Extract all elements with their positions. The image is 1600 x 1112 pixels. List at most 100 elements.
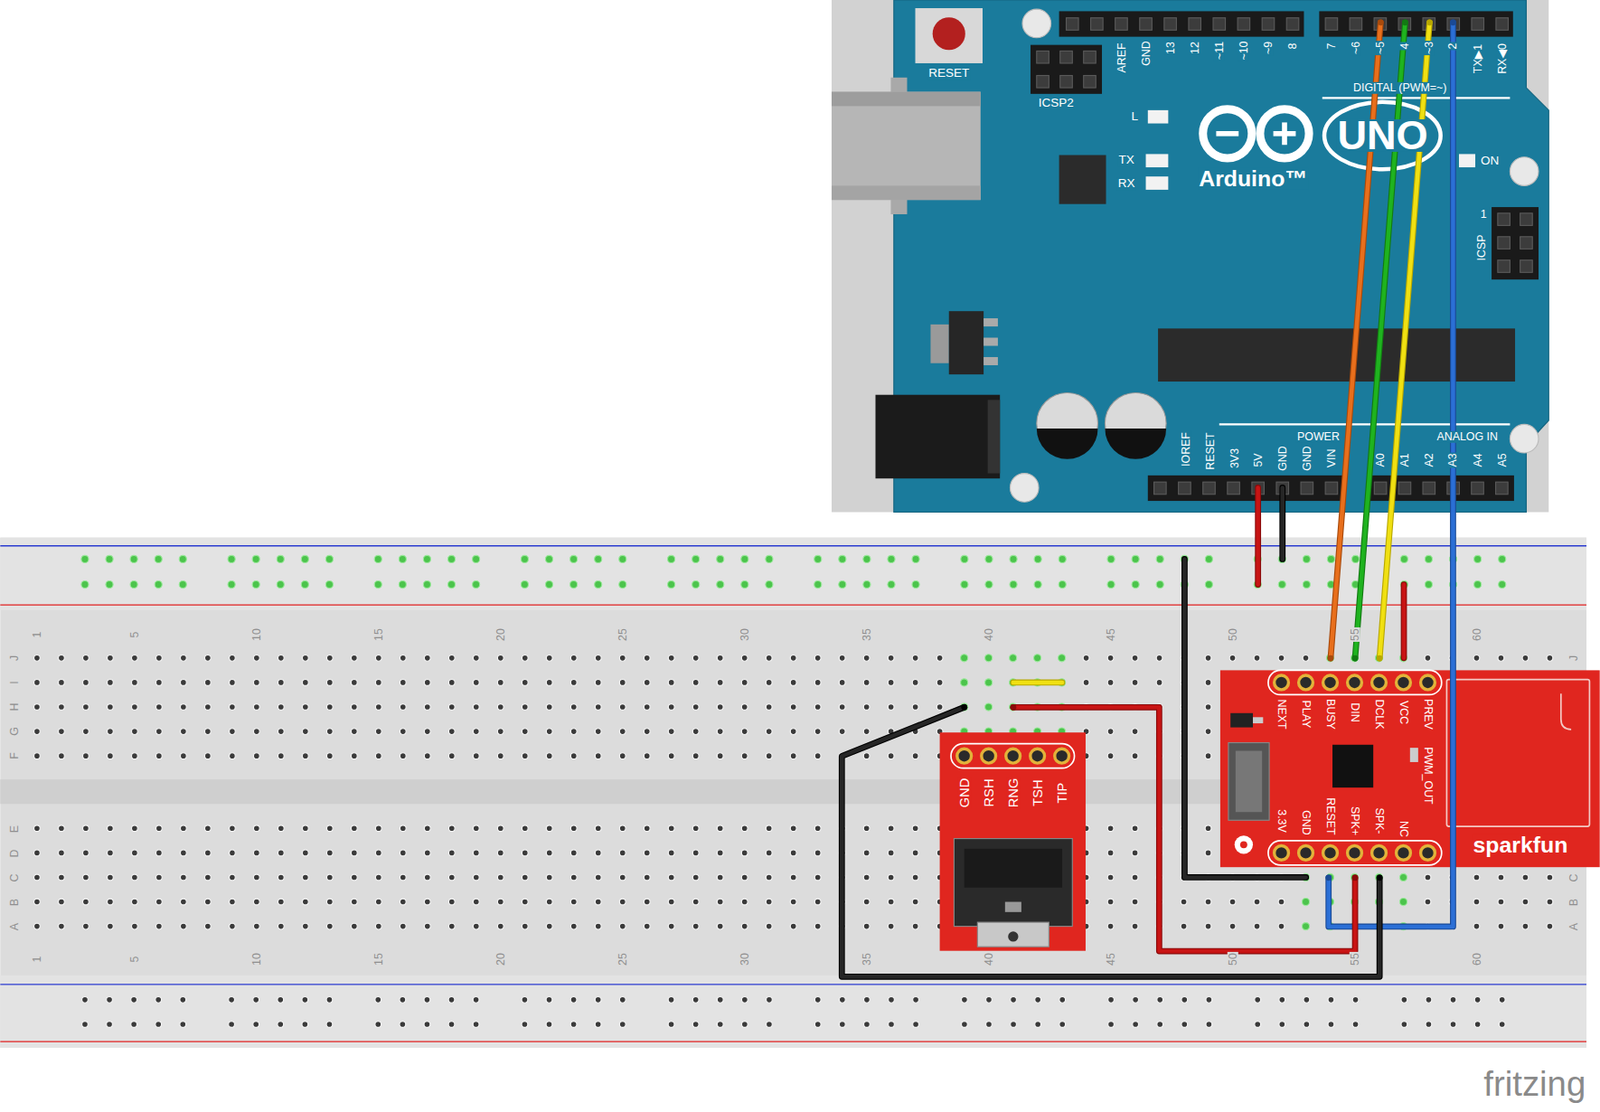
header-pin	[1091, 18, 1104, 31]
breadboard-hole	[228, 654, 236, 661]
breadboard-hole	[619, 581, 627, 589]
breadboard-hole	[1131, 849, 1139, 857]
breadboard-hole	[227, 581, 236, 589]
breadboard-hole	[765, 922, 772, 930]
breadboard-hole	[716, 704, 724, 711]
column-number: 20	[494, 627, 506, 642]
breadboard-hole	[375, 679, 382, 687]
arduino-art	[1059, 155, 1107, 205]
wire-end	[1010, 704, 1017, 711]
breadboard-hole	[1058, 654, 1066, 662]
breadboard-hole	[228, 849, 236, 857]
breadboard-hole	[545, 555, 553, 563]
breadboard-hole	[643, 752, 650, 760]
column-number: 45	[1104, 951, 1116, 967]
board-label: DIGITAL (PWM=~)	[1352, 82, 1448, 94]
breadboard-hole	[545, 825, 553, 832]
pin-label: A0	[1374, 452, 1386, 469]
header-pin	[1188, 18, 1202, 31]
pin-label: 3V3	[1229, 447, 1241, 470]
breadboard-hole	[520, 581, 528, 589]
breadboard-hole	[1546, 654, 1553, 661]
breadboard-hole	[228, 996, 236, 1003]
breadboard-hole	[301, 581, 309, 589]
breadboard-hole	[399, 1021, 406, 1028]
breadboard-hole	[521, 922, 528, 930]
breadboard-hole	[570, 679, 577, 687]
breadboard-hole	[765, 581, 773, 589]
breadboard-hole	[692, 654, 699, 661]
breadboard-hole	[619, 849, 626, 857]
breadboard-hole	[741, 654, 748, 661]
breadboard-hole	[1498, 581, 1506, 589]
breadboard-hole	[594, 752, 602, 760]
breadboard-hole	[887, 922, 895, 930]
breadboard-hole	[887, 581, 895, 589]
breadboard-hole	[692, 752, 699, 760]
breadboard-hole	[1107, 825, 1114, 832]
breadboard-hole	[204, 704, 211, 711]
breadboard-hole	[912, 849, 919, 857]
breadboard-hole	[58, 898, 66, 905]
header-pin	[1178, 481, 1192, 495]
breadboard-hole	[156, 679, 163, 687]
breadboard-hole	[1424, 581, 1432, 589]
arduino-board: RESETICSP2AREFGND1312~11~10~987~6~54~32T…	[831, 0, 1550, 513]
breadboard-hole	[814, 849, 821, 857]
pin-label: 8	[1287, 41, 1299, 50]
board-pin	[1323, 845, 1338, 860]
breadboard-hole	[423, 654, 431, 661]
header-pin	[1036, 18, 1533, 495]
breadboard-hole	[521, 679, 528, 687]
breadboard-hole	[106, 996, 113, 1003]
breadboard-hole	[594, 996, 602, 1003]
breadboard-hole	[58, 728, 66, 735]
breadboard-hole	[570, 704, 577, 711]
breadboard-hole	[1107, 728, 1114, 735]
breadboard-hole	[863, 704, 870, 711]
breadboard-hole	[326, 825, 333, 832]
arduino-art	[1281, 122, 1288, 145]
breadboard-hole	[1107, 922, 1114, 930]
wire-end	[1327, 655, 1335, 662]
wire	[1376, 18, 1433, 661]
breadboard-hole	[106, 1021, 113, 1028]
arduino-art	[983, 338, 998, 347]
breadboard-hole	[156, 849, 163, 857]
breadboard-hole	[643, 849, 650, 857]
breadboard-hole	[887, 654, 895, 661]
breadboard-hole	[1107, 654, 1114, 661]
breadboard-hole	[58, 679, 66, 687]
breadboard-hole	[619, 728, 626, 735]
breadboard-hole	[668, 996, 675, 1003]
breadboard-hole	[179, 849, 187, 857]
pin-label: RESET	[1325, 796, 1337, 836]
breadboard-hole	[34, 874, 41, 881]
watermark: fritzing	[1482, 1066, 1587, 1102]
pin-label: 1	[1479, 208, 1488, 220]
header-pin	[1139, 18, 1153, 31]
breadboard-hole	[864, 996, 871, 1003]
audio-board-art	[1268, 840, 1442, 866]
breadboard-hole	[472, 898, 480, 905]
breadboard-hole	[594, 898, 602, 905]
breadboard-hole	[179, 996, 187, 1003]
column-number: 1	[30, 955, 42, 964]
breadboard-hole	[716, 581, 725, 589]
breadboard-hole	[1278, 581, 1286, 589]
breadboard-hole	[253, 679, 260, 687]
board-pin	[981, 748, 997, 763]
breadboard-hole	[1522, 922, 1529, 930]
breadboard-hole	[375, 654, 382, 661]
breadboard-hole	[253, 874, 260, 881]
breadboard-hole	[1522, 898, 1529, 905]
breadboard-hole	[228, 922, 236, 930]
board-pin	[1274, 675, 1290, 690]
breadboard-art	[0, 537, 1587, 611]
board-pin	[957, 675, 1436, 860]
breadboard-hole	[814, 898, 821, 905]
breadboard-hole	[399, 898, 406, 905]
arduino-art	[1491, 207, 1539, 280]
breadboard-hole	[34, 654, 41, 661]
breadboard-hole	[570, 581, 578, 589]
